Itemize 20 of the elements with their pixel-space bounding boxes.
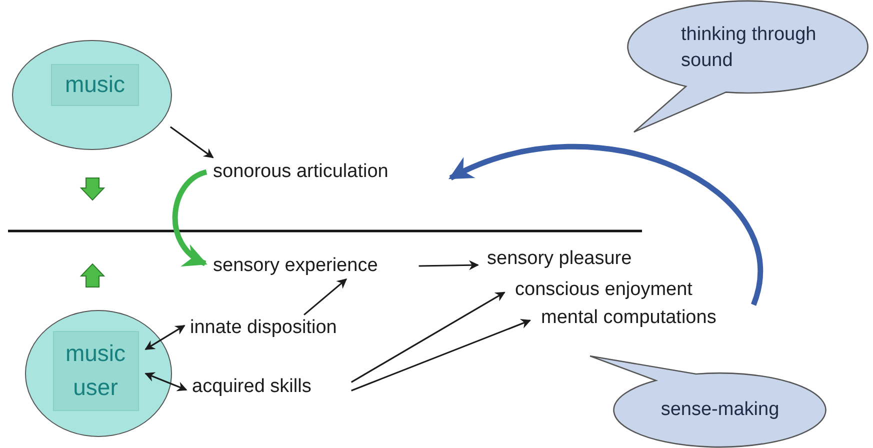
- text-label: acquired skills: [192, 375, 333, 399]
- text-label: sensory pleasure: [487, 247, 667, 271]
- text-label: conscious enjoyment: [515, 278, 725, 302]
- text-label: sonorous articulation: [213, 160, 429, 184]
- arrow: [418, 260, 479, 270]
- text-label: innate disposition: [190, 316, 374, 340]
- text-label: mental computations: [541, 306, 759, 330]
- bubble-text: sense-making: [660, 398, 780, 422]
- curved-arrow: [172, 169, 208, 266]
- text-label: sensory experience: [213, 254, 409, 278]
- arrow: [170, 126, 214, 158]
- arrow: [144, 372, 188, 392]
- arrow: [304, 278, 348, 316]
- arrow: [350, 292, 506, 383]
- bubble-text: thinking through sound: [681, 23, 818, 73]
- arrow: [351, 319, 532, 392]
- curved-arrow: [448, 144, 763, 306]
- arrow: [144, 324, 186, 350]
- ellipse-label: music user: [52, 330, 138, 410]
- ellipse-label: music: [51, 64, 139, 106]
